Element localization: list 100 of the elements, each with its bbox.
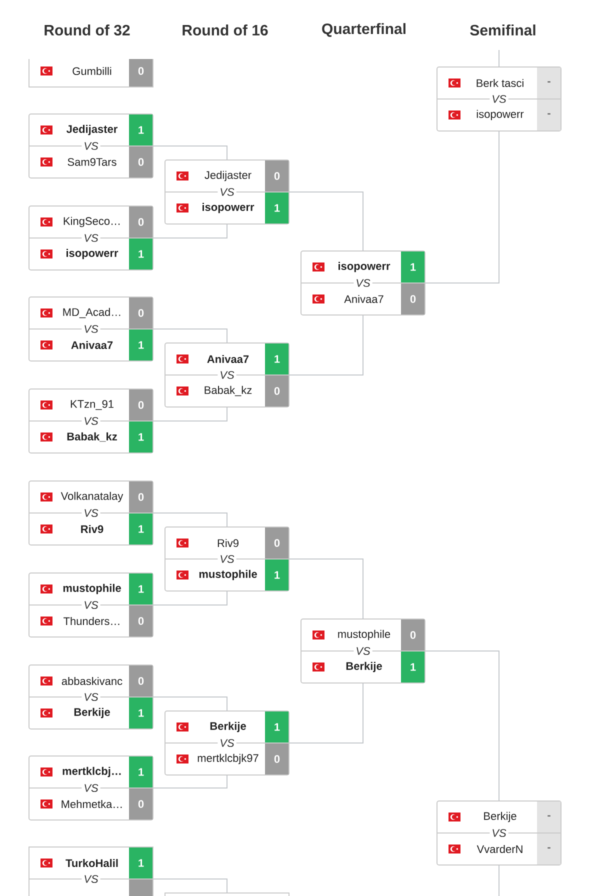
match-box — [28, 58, 154, 88]
connector-line — [288, 192, 364, 252]
vs-label: VS — [82, 600, 100, 610]
player-name: Jedijaster — [204, 170, 252, 182]
player-name: Berkije — [484, 812, 516, 822]
connector-line — [288, 314, 364, 376]
score-cell: 1 — [265, 344, 288, 375]
player-name: KTzn_91 — [70, 400, 114, 410]
score-cell: 1 — [401, 652, 424, 683]
player-name: Berk tasci — [476, 78, 524, 88]
player-name: Anivaa7 — [71, 340, 113, 350]
vs-label: VS — [218, 370, 236, 380]
connector-line — [152, 774, 228, 788]
score-cell: 1 — [129, 848, 152, 879]
player-name: isopowerr — [338, 262, 390, 272]
vs-label: VS — [82, 416, 100, 426]
score-cell: 1 — [129, 330, 152, 361]
player-name: Riv9 — [81, 524, 104, 534]
player-name: Babak_kz — [67, 432, 117, 442]
player-name: Volkanatalay — [60, 492, 124, 502]
score-cell: 1 — [129, 756, 152, 788]
connector-line — [152, 696, 228, 712]
score-cell: 1 — [265, 712, 288, 743]
player-name: Gumbilli — [72, 66, 112, 76]
connector-line — [152, 590, 228, 606]
player-name: abbaskivanc — [62, 676, 122, 686]
score-cell: 1 — [129, 698, 152, 729]
connector-line — [424, 130, 500, 284]
score-cell: 1 — [129, 238, 152, 270]
connector-line — [152, 878, 228, 894]
vs-label: VS — [354, 646, 372, 656]
player-name: Jedijaster — [66, 124, 118, 136]
player-name: Berkije — [210, 722, 246, 732]
score-cell: 0 — [265, 744, 288, 775]
match-box — [164, 892, 290, 896]
vs-label: VS — [82, 508, 100, 518]
score-cell: - — [537, 68, 561, 98]
player-name: MD_Acad… — [63, 308, 120, 318]
vs-label: VS — [490, 828, 508, 838]
score-cell: 0 — [129, 606, 152, 637]
vs-label: VS — [490, 94, 508, 104]
player-name: Thunders… — [64, 616, 120, 626]
player-name: Berkije — [74, 708, 110, 718]
connector-line — [152, 328, 228, 344]
connector-line — [424, 650, 500, 802]
player-name: KingSeco… — [64, 216, 120, 228]
connector-line — [498, 864, 500, 896]
column-heading: Semifinal — [470, 24, 536, 36]
score-cell: 0 — [265, 376, 288, 407]
connector-line — [152, 224, 228, 238]
player-name: Anivaa7 — [344, 294, 384, 304]
connector-line — [152, 146, 228, 160]
column-heading: Quarterfinal — [322, 23, 406, 37]
vs-label: VS — [82, 783, 100, 793]
vs-label: VS — [82, 324, 100, 334]
score-cell: 0 — [129, 390, 152, 421]
score-cell: 1 — [129, 514, 152, 545]
score-cell: 1 — [129, 114, 152, 146]
score-cell: 0 — [401, 620, 424, 651]
vs-label: VS — [82, 874, 100, 884]
score-cell: 0 — [129, 482, 152, 513]
vs-label: VS — [82, 233, 100, 243]
score-cell: 1 — [129, 422, 152, 453]
score-cell: - — [537, 802, 561, 833]
player-name: mertklcbjk97 — [198, 754, 258, 764]
column-heading: Round of 32 — [44, 24, 130, 36]
player-name: Anivaa7 — [207, 354, 249, 364]
player-name: isopowerr — [202, 202, 254, 214]
score-cell: 1 — [265, 192, 288, 224]
player-name: VvarderN — [476, 844, 522, 854]
player-name: Riv9 — [218, 538, 238, 548]
connector-line — [288, 558, 364, 620]
vs-label: VS — [218, 187, 236, 197]
score-cell: 1 — [401, 252, 424, 283]
vs-label: VS — [82, 141, 100, 151]
player-name: isopowerr — [66, 248, 118, 260]
vs-label: VS — [354, 278, 372, 288]
score-cell: - — [537, 100, 561, 130]
score-cell: 0 — [129, 666, 152, 697]
player-name: isopowerr — [476, 110, 524, 120]
score-cell: 0 — [129, 788, 152, 820]
player-name: mustophile — [338, 630, 390, 640]
player-name: Mehmetka… — [62, 800, 122, 808]
connector-line — [152, 406, 228, 422]
player-name: TurkoHalil — [66, 858, 118, 868]
player-name: mustophile — [63, 584, 121, 594]
score-cell: 1 — [129, 574, 152, 605]
score-cell: 0 — [129, 146, 152, 178]
vs-label: VS — [218, 554, 236, 564]
score-cell: 0 — [129, 298, 152, 329]
score-cell: 0 — [129, 206, 152, 238]
connector-line — [152, 512, 228, 528]
player-name: Sam9Tars — [68, 158, 116, 166]
score-cell — [129, 880, 152, 896]
connector-line — [288, 682, 364, 744]
player-name: Babak_kz — [204, 386, 252, 396]
score-cell: 0 — [401, 284, 424, 315]
score-cell: 0 — [265, 160, 288, 192]
score-cell: 1 — [265, 560, 288, 591]
score-cell: 0 — [265, 528, 288, 559]
